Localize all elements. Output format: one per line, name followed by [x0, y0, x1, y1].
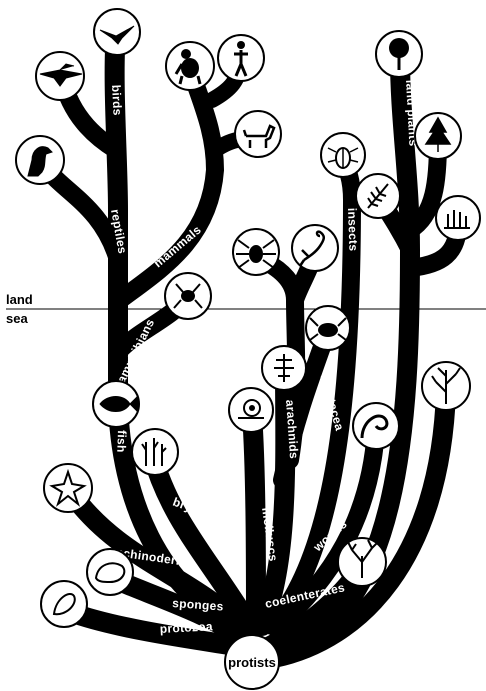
root-label: protists	[228, 655, 276, 670]
label-seaweeds: seaweeds	[455, 411, 479, 472]
node-crab	[306, 306, 350, 350]
node-worm	[353, 403, 399, 449]
label-birds: birds	[109, 84, 125, 116]
land-label: land	[6, 292, 33, 307]
node-protozoa	[41, 581, 87, 627]
sea-label: sea	[6, 311, 28, 326]
label-insects: insects	[345, 208, 361, 252]
node-starfish	[44, 464, 92, 512]
node-snail	[229, 388, 273, 432]
node-conifer	[415, 113, 461, 159]
node-coral	[338, 538, 386, 586]
node-bryozoan	[132, 429, 178, 475]
node-ape	[166, 42, 214, 90]
branch-molluscs	[252, 414, 256, 626]
node-dinosaur	[16, 136, 64, 184]
label-fish: fish	[114, 430, 129, 453]
node-scorpion	[292, 225, 338, 271]
node-horse	[235, 111, 281, 157]
node-broadleaf-tree	[376, 31, 422, 77]
node-fish	[93, 381, 139, 427]
node-pterosaur	[36, 52, 84, 100]
node-fern	[356, 174, 400, 218]
node-bird	[94, 9, 140, 55]
branch-mammals	[120, 68, 215, 300]
node-scorpion-fossil	[262, 346, 306, 390]
node-beetle	[321, 133, 365, 177]
node-seaweed	[422, 362, 470, 410]
node-protists: protists	[225, 635, 279, 689]
label-protozoa: protozoa	[159, 619, 213, 636]
node-human	[218, 35, 264, 81]
node-spider	[233, 229, 279, 275]
node-sponge	[87, 549, 133, 595]
node-frog	[165, 273, 211, 319]
node-moss	[436, 196, 480, 240]
